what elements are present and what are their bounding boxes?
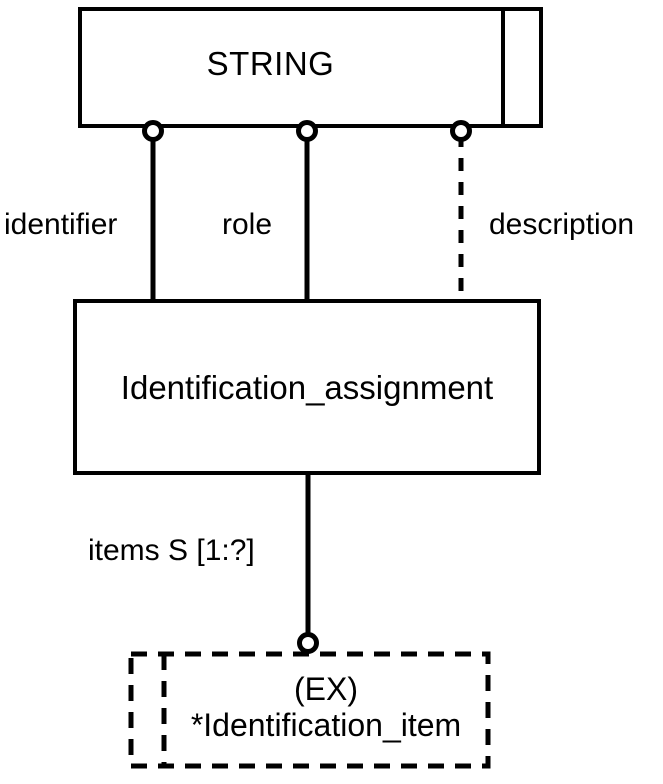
node-identification-item-label-line1: (EX) — [294, 671, 358, 707]
node-string-box[interactable] — [78, 7, 543, 128]
node-identification-assignment-box[interactable] — [73, 299, 541, 475]
attr-role-label: role — [222, 208, 273, 241]
attr-description-circle-icon — [450, 120, 472, 142]
node-identification-item-label-line2: *Identification_item — [190, 707, 462, 743]
node-string-label: STRING — [206, 45, 335, 82]
attr-identifier-label: identifier — [4, 208, 118, 241]
attr-description-label: description — [489, 208, 635, 241]
node-identification-assignment-label: Identification_assignment — [120, 369, 494, 406]
rel-items-circle-icon — [297, 632, 319, 654]
node-identification-item-box[interactable] — [128, 651, 491, 769]
attr-role-circle-icon — [296, 120, 318, 142]
attr-identifier-circle-icon — [142, 120, 164, 142]
rel-items-label: items S [1:?] — [88, 534, 255, 567]
